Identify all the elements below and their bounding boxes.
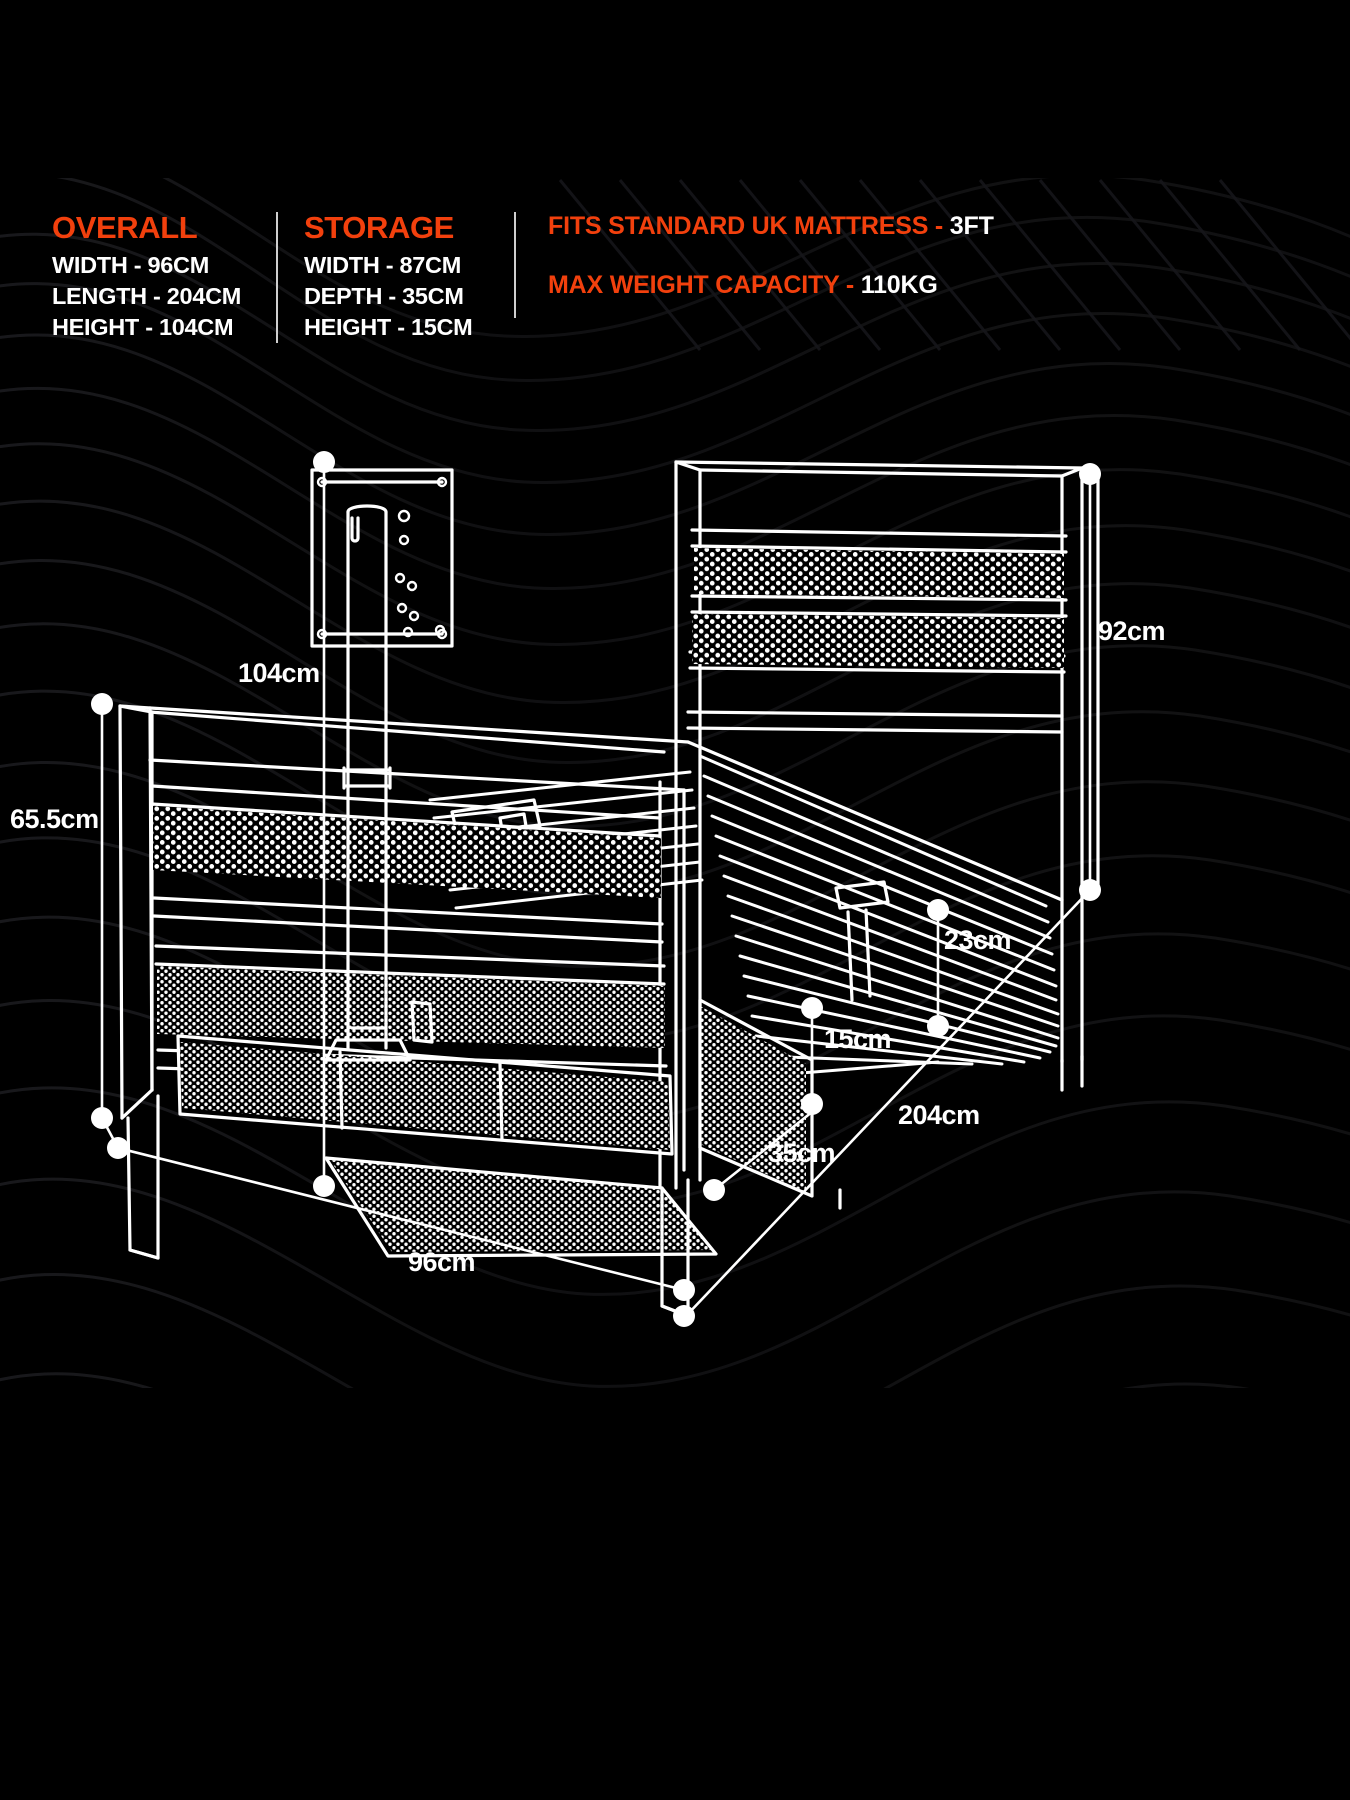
specification-bar: OVERALL WIDTH - 96CM LENGTH - 204CM HEIG… <box>0 178 1350 348</box>
dim-label-storage-height: 15cm <box>824 1024 891 1054</box>
bed-slats <box>698 754 1060 1078</box>
spec-overall-length: LENGTH - 204CM <box>52 283 242 310</box>
dim-label-height-total: 104cm <box>238 658 320 688</box>
spec-mattress-fit-value: 3FT <box>949 212 994 240</box>
spec-column-storage: STORAGE WIDTH - 87CM DEPTH - 35CM HEIGHT… <box>276 210 514 344</box>
vesa-bracket-plate <box>310 468 454 648</box>
storage-tray <box>176 1034 674 1156</box>
dimension-endpoints <box>91 451 1101 1327</box>
dim-label-storage-depth: 35cm <box>768 1138 835 1168</box>
letterbox-bottom <box>0 1388 1350 1800</box>
spec-storage-depth: DEPTH - 35CM <box>304 283 464 310</box>
spec-mattress-fit: FITS STANDARD UK MATTRESS - 3FT <box>548 214 1350 239</box>
dim-label-height-headboard: 65.5cm <box>10 804 99 834</box>
spec-storage-height: HEIGHT - 15CM <box>304 314 473 341</box>
vesa-holes <box>316 476 448 640</box>
spec-mattress-fit-label: FITS STANDARD UK MATTRESS - <box>548 212 950 240</box>
letterbox-top <box>0 0 1350 178</box>
spec-heading-storage: STORAGE <box>304 210 454 245</box>
dim-label-width-total: 96cm <box>408 1247 475 1277</box>
spec-max-weight-value: 110KG <box>860 271 938 299</box>
dim-label-length-total: 204cm <box>898 1100 980 1130</box>
spec-heading-overall: OVERALL <box>52 210 198 245</box>
spec-column-fits: FITS STANDARD UK MATTRESS - 3FT MAX WEIG… <box>514 212 1350 318</box>
spec-max-weight-label: MAX WEIGHT CAPACITY - <box>548 271 861 299</box>
spec-max-weight: MAX WEIGHT CAPACITY - 110KG <box>548 273 1350 298</box>
underbed-panel <box>324 1156 718 1258</box>
storage-drawer-front <box>698 998 814 1198</box>
tv-mount-post <box>324 504 434 1062</box>
spec-overall-height: HEIGHT - 104CM <box>52 314 234 341</box>
spec-column-overall: OVERALL WIDTH - 96CM LENGTH - 204CM HEIG… <box>0 212 276 343</box>
dimension-labels: 104cm 65.5cm 92cm 23cm 15cm 35cm 204cm 9… <box>10 616 1166 1277</box>
dimension-leaders <box>100 460 1092 1318</box>
spec-overall-width: WIDTH - 96CM <box>52 252 209 278</box>
dim-label-height-clearance: 23cm <box>944 925 1011 955</box>
dim-label-height-footboard: 92cm <box>1098 616 1165 646</box>
spec-storage-width: WIDTH - 87CM <box>304 252 461 278</box>
